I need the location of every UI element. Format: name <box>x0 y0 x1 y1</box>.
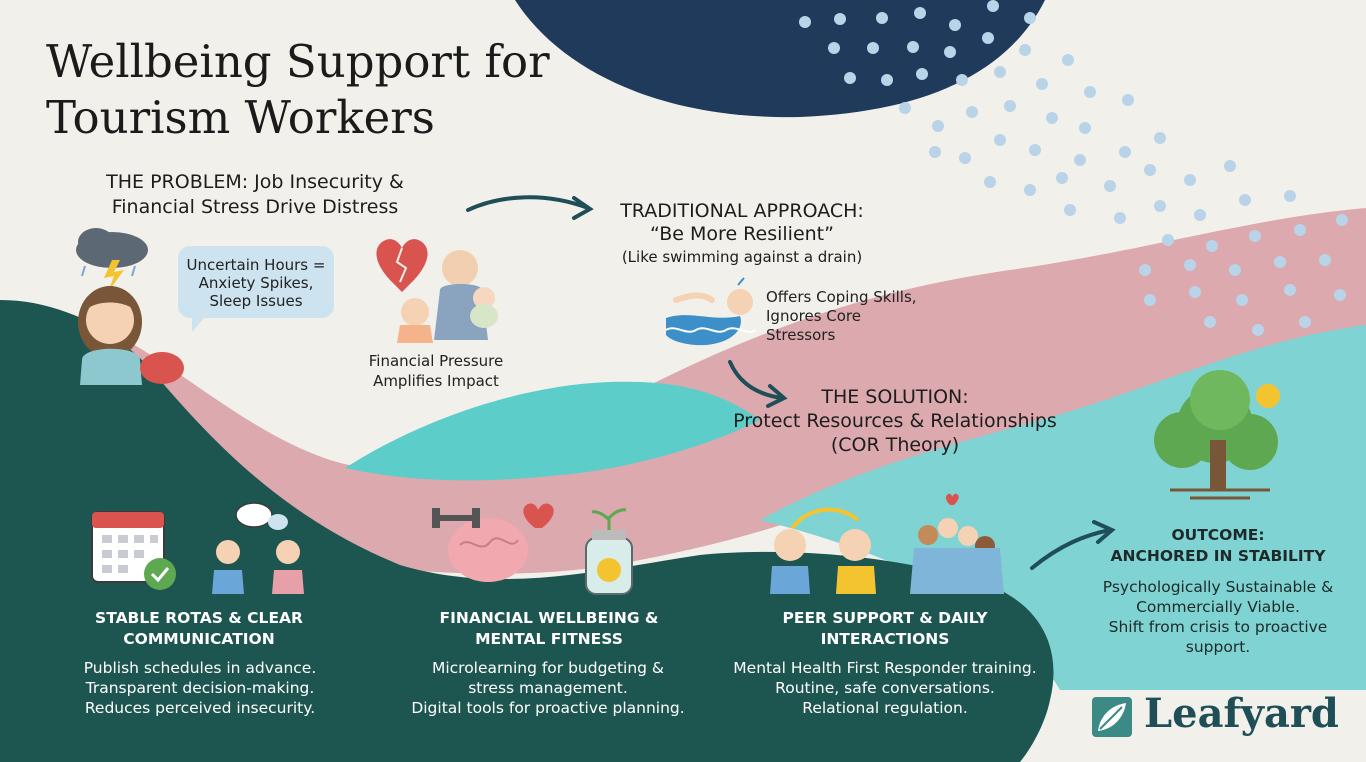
outcome-desc-line-2: Commercially Viable. <box>1136 598 1300 616</box>
pillar-3-title: PEER SUPPORT & DAILY INTERACTIONS <box>760 608 1010 650</box>
leaf-logo-icon <box>1092 697 1132 737</box>
outcome-desc-line-3: Shift from crisis to proactive <box>1108 618 1328 636</box>
dark-teal-region <box>0 300 1054 762</box>
caption-line-2: Amplifies Impact <box>373 372 499 390</box>
pillar-1-title: STABLE ROTAS & CLEAR COMMUNICATION <box>74 608 324 650</box>
pillar-3-title-line-2: INTERACTIONS <box>820 630 950 648</box>
navy-blob <box>515 0 1045 118</box>
traditional-caption-line-2: Ignores Core <box>766 307 861 325</box>
conversation-illustration <box>212 502 304 594</box>
solution-line-2: Protect Resources & Relationships <box>733 410 1057 432</box>
solution-title: THE SOLUTION: <box>821 386 969 408</box>
traditional-caption-line-3: Stressors <box>766 326 836 344</box>
pillar-1-desc-line-3: Reduces perceived insecurity. <box>84 699 316 717</box>
traditional-title: TRADITIONAL APPROACH: <box>620 200 864 222</box>
outcome-block: OUTCOME: ANCHORED IN STABILITY Psycholog… <box>1098 525 1338 657</box>
pillar-2-title-line-2: MENTAL FITNESS <box>475 630 623 648</box>
title-line-2: Tourism Workers <box>46 91 435 144</box>
solution-line-3: (COR Theory) <box>830 434 960 456</box>
financial-pressure-illustration <box>376 239 498 343</box>
peer-support-illustration <box>770 493 1004 594</box>
cyan-hill <box>345 381 760 481</box>
traditional-sub: (Like swimming against a drain) <box>621 248 863 266</box>
arrow-problem-to-traditional <box>466 195 590 212</box>
brand-name: Leafyard <box>1144 690 1339 737</box>
pillar-1-title-line-1: STABLE ROTAS & CLEAR <box>95 609 303 627</box>
dot-pattern <box>799 0 1348 336</box>
outcome-heading-line-2: ANCHORED IN STABILITY <box>1110 547 1326 565</box>
pillar-1-description: Publish schedules in advance. Transparen… <box>50 658 350 718</box>
arrow-to-outcome <box>1030 528 1112 570</box>
traditional-quote: “Be More Resilient” <box>650 223 834 245</box>
pillar-2-desc-line-2: stress management. <box>468 679 628 697</box>
money-jar-illustration <box>585 508 633 595</box>
pillar-3-description: Mental Health First Responder training. … <box>725 658 1045 718</box>
traditional-caption: Offers Coping Skills, Ignores Core Stres… <box>766 288 966 345</box>
pillar-1-title-line-2: COMMUNICATION <box>123 630 275 648</box>
solution-heading: THE SOLUTION: Protect Resources & Relati… <box>730 385 1060 457</box>
tree-illustration <box>1154 370 1280 500</box>
pillar-2-desc-line-1: Microlearning for budgeting & <box>431 659 665 677</box>
pillar-2-description: Microlearning for budgeting & stress man… <box>398 658 698 718</box>
pillar-3-desc-line-1: Mental Health First Responder training. <box>733 659 1037 677</box>
pillar-2-title-line-1: FINANCIAL WELLBEING & <box>439 609 659 627</box>
problem-heading-line-2: Financial Stress Drive Distress <box>111 196 399 218</box>
swimmer-illustration <box>665 277 757 346</box>
traditional-caption-line-1: Offers Coping Skills, <box>766 288 917 306</box>
pillar-3-title-line-1: PEER SUPPORT & DAILY <box>782 609 988 627</box>
flow-arrows <box>466 195 1116 570</box>
traditional-heading: TRADITIONAL APPROACH: “Be More Resilient… <box>592 200 892 268</box>
caption-line-1: Financial Pressure <box>368 352 504 370</box>
problem-heading-line-1: THE PROBLEM: Job Insecurity & <box>106 171 404 193</box>
brain-illustration <box>432 503 554 582</box>
outcome-desc-line-4: support. <box>1185 638 1251 656</box>
outcome-desc-line-1: Psychologically Sustainable & <box>1102 578 1334 596</box>
bubble-line-1: Uncertain Hours = <box>186 256 326 274</box>
financial-pressure-caption: Financial Pressure Amplifies Impact <box>350 351 522 391</box>
title-line-1: Wellbeing Support for <box>46 35 550 88</box>
arrow-traditional-to-solution <box>728 360 784 400</box>
pillar-2-title: FINANCIAL WELLBEING & MENTAL FITNESS <box>424 608 674 650</box>
pillar-3-desc-line-2: Routine, safe conversations. <box>775 679 995 697</box>
bubble-line-3: Sleep Issues <box>209 292 303 310</box>
outcome-heading-line-1: OUTCOME: <box>1171 526 1265 544</box>
pillar-1-desc-line-2: Transparent decision-making. <box>85 679 315 697</box>
pillar-2-desc-line-3: Digital tools for proactive planning. <box>411 699 685 717</box>
speech-bubble: Uncertain Hours = Anxiety Spikes, Sleep … <box>178 246 334 332</box>
stressed-woman-illustration <box>76 228 184 385</box>
page-title: Wellbeing Support for Tourism Workers <box>46 34 606 146</box>
pillar-3-desc-line-3: Relational regulation. <box>802 699 968 717</box>
problem-heading: THE PROBLEM: Job Insecurity & Financial … <box>60 170 450 220</box>
calendar-illustration <box>91 511 176 590</box>
pillar-1-desc-line-1: Publish schedules in advance. <box>83 659 317 677</box>
outcome-heading: OUTCOME: ANCHORED IN STABILITY <box>1098 525 1338 567</box>
outcome-description: Psychologically Sustainable & Commercial… <box>1098 577 1338 657</box>
bubble-line-2: Anxiety Spikes, <box>198 274 314 292</box>
